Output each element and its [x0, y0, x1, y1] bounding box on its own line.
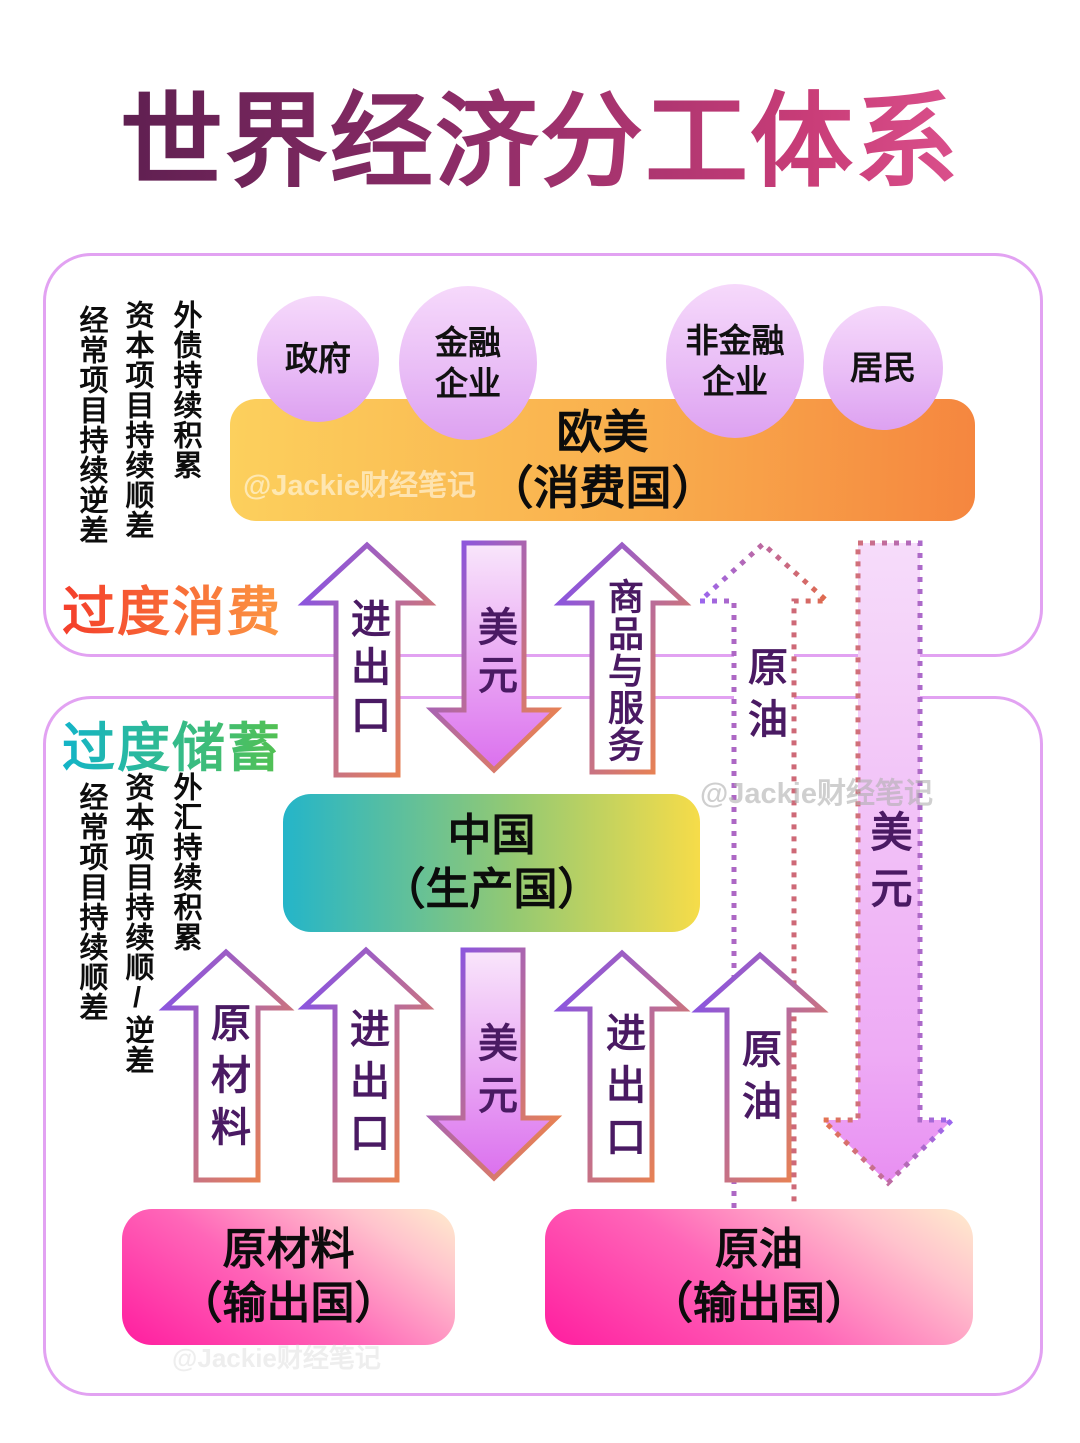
note-forex-reserves: 外汇持续积累 [169, 772, 201, 952]
note-current-account-bottom: 经常项目持续顺差 [75, 782, 107, 1022]
producer-country-role: （生产国） [381, 865, 602, 914]
entity-residents: 居民 [823, 306, 943, 430]
producer-country-box: 中国 （生产国） [283, 794, 700, 932]
flow-label-crude-oil-lower: 原油 [736, 1028, 780, 1132]
note-foreign-debt: 外债持续积累 [169, 300, 201, 480]
watermark-consumer-box: @Jackie财经笔记 [243, 470, 476, 502]
raw-materials-exporter-box: 原材料 （输出国） [122, 1209, 455, 1345]
watermark-middle: @Jackie财经笔记 [700, 778, 933, 810]
crude-oil-exporter-role: （输出国） [649, 1279, 869, 1328]
entity-financial-firms: 金融 企业 [399, 286, 537, 440]
flow-label-dollar-long: 美元 [865, 810, 912, 922]
watermark-bottom: @Jackie财经笔记 [172, 1343, 381, 1373]
raw-materials-exporter-name: 原材料 [222, 1225, 355, 1275]
crude-oil-exporter-name: 原油 [715, 1225, 803, 1275]
consumer-country-role: （消费国） [487, 462, 718, 514]
flow-label-raw-materials: 原材料 [205, 1002, 249, 1158]
entity-government: 政府 [257, 296, 379, 422]
flow-label-dollar-lower: 美元 [472, 1022, 516, 1126]
flow-label-import-export-lower-right: 进出口 [600, 1012, 644, 1168]
oversaving-label: 过度储蓄 [62, 706, 282, 782]
flow-label-goods-services: 商品与服务 [603, 578, 644, 763]
note-capital-account-top: 资本项目持续顺差 [121, 300, 153, 540]
flow-label-import-export-lower-left: 进出口 [344, 1008, 388, 1164]
producer-country-name: 中国 [447, 811, 536, 861]
overconsumption-label: 过度消费 [62, 570, 282, 646]
flow-label-import-export-upper: 进出口 [345, 598, 389, 742]
note-capital-account-bottom: 资本项目持续顺/逆差 [121, 772, 153, 1075]
consumer-country-box: 欧美 （消费国） [230, 399, 975, 521]
raw-materials-exporter-role: （输出国） [178, 1279, 399, 1328]
consumer-country-name: 欧美 [556, 405, 649, 458]
flow-label-crude-oil-dotted: 原油 [742, 646, 786, 750]
page-title: 世界经济分工体系 [0, 58, 1080, 207]
note-current-account-top: 经常项目持续逆差 [75, 305, 107, 545]
crude-oil-exporter-box: 原油 （输出国） [545, 1209, 973, 1345]
flow-label-dollar-upper: 美元 [472, 606, 516, 702]
entity-nonfinancial-firms: 非金融 企业 [666, 284, 804, 438]
